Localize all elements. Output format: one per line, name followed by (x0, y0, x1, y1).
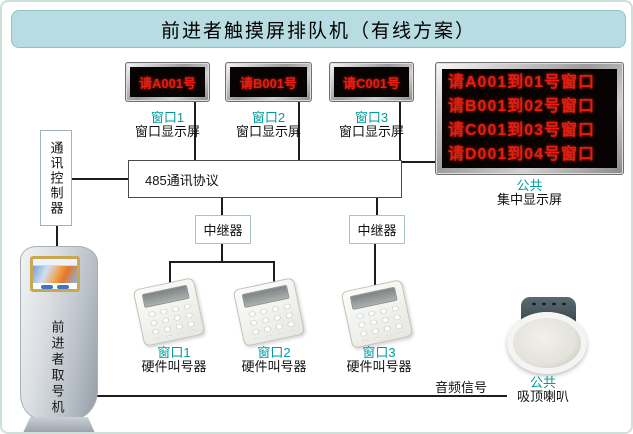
keypad-buttons (145, 300, 199, 341)
main-display-line-3: 请C001到03号窗口 (448, 122, 596, 139)
connector-line (169, 261, 275, 263)
caller-keypad-3 (340, 279, 414, 349)
main-led-display: 请A001到01号窗口 请B001到02号窗口 请C001到03号窗口 请D00… (435, 62, 624, 175)
speaker-label: 公共 吸顶喇叭 (500, 376, 586, 404)
speaker-scope: 公共 (529, 375, 556, 390)
window-display-3-label: 窗口3 窗口显示屏 (329, 111, 414, 139)
window-display-2-label: 窗口2 窗口显示屏 (225, 111, 312, 139)
window-display-1-led-text: 请A001号 (130, 67, 205, 97)
caller-1-type: 硬件叫号器 (141, 359, 207, 374)
repeater-box-1: 中继器 (195, 215, 251, 244)
connector-line (374, 242, 376, 285)
keypad-buttons (353, 302, 407, 343)
connector-line (402, 161, 435, 163)
kiosk-label: 前进者取号机 (49, 320, 65, 416)
page-title: 前进者触摸屏排队机（有线方案） (160, 20, 476, 42)
window-1-type: 窗口显示屏 (134, 124, 200, 139)
audio-signal-label: 音频信号 (435, 380, 488, 395)
window-display-2-led-text: 请B001号 (230, 67, 307, 97)
window-display-2: 请B001号 (225, 62, 312, 102)
connector-line (221, 242, 223, 262)
connector-line (273, 261, 275, 283)
connector-line (221, 198, 223, 215)
caller-keypad-2 (232, 277, 306, 347)
connector-line (194, 102, 196, 160)
window-display-3: 请C001号 (329, 62, 414, 102)
window-3-name: 窗口3 (354, 110, 389, 125)
window-display-1: 请A001号 (125, 62, 210, 102)
window-2-type: 窗口显示屏 (235, 124, 301, 139)
controller-box: 通讯控制器 (40, 130, 72, 226)
audio-signal-line (95, 395, 507, 397)
window-2-name: 窗口2 (251, 110, 286, 125)
kiosk-touchscreen (30, 256, 80, 292)
caller-2-type: 硬件叫号器 (241, 359, 307, 374)
title-banner: 前进者触摸屏排队机（有线方案） (11, 10, 626, 48)
caller-1-window: 窗口1 (157, 345, 191, 360)
window-3-type: 窗口显示屏 (338, 124, 404, 139)
main-display-label: 公共 集中显示屏 (435, 179, 624, 207)
caller-2-window: 窗口2 (257, 345, 291, 360)
main-display-line-2: 请B001到02号窗口 (448, 98, 596, 115)
main-display-scope: 公共 (516, 178, 543, 193)
main-led-screen: 请A001到01号窗口 请B001到02号窗口 请C001到03号窗口 请D00… (442, 69, 617, 168)
caller-3-type: 硬件叫号器 (346, 359, 412, 374)
main-display-line-4: 请D001到04号窗口 (448, 146, 596, 163)
caller-keypad-1 (132, 277, 206, 347)
connector-line (399, 102, 401, 160)
caller-1-label: 窗口1 硬件叫号器 (136, 346, 212, 374)
connector-line (376, 198, 378, 215)
bus-box: 485通讯协议 (128, 160, 402, 198)
ceiling-speaker (507, 312, 587, 374)
keypad-buttons (245, 300, 299, 341)
controller-label: 通讯控制器 (48, 140, 64, 216)
connector-line (298, 102, 300, 160)
caller-3-label: 窗口3 硬件叫号器 (341, 346, 417, 374)
repeater-2-label: 中继器 (357, 223, 397, 238)
window-display-3-led-text: 请C001号 (334, 67, 409, 97)
repeater-1-label: 中继器 (203, 223, 243, 238)
speaker-type: 吸顶喇叭 (516, 389, 569, 404)
bus-label: 485通讯协议 (145, 172, 219, 188)
speaker-vents (529, 300, 568, 308)
connector-line (169, 261, 171, 283)
kiosk-screen-image (33, 266, 77, 283)
caller-3-window: 窗口3 (362, 345, 396, 360)
ticket-kiosk: 前进者取号机 (18, 246, 100, 432)
window-display-1-label: 窗口1 窗口显示屏 (125, 111, 210, 139)
kiosk-base (23, 417, 95, 432)
main-display-type: 集中显示屏 (496, 192, 562, 207)
window-1-name: 窗口1 (150, 110, 185, 125)
kiosk-screen-header (33, 259, 77, 266)
main-display-line-1: 请A001到01号窗口 (448, 74, 596, 91)
connector-line (56, 224, 58, 248)
connector-line (70, 178, 128, 180)
kiosk-screen-buttons (33, 283, 77, 289)
repeater-box-2: 中继器 (349, 215, 405, 244)
caller-2-label: 窗口2 硬件叫号器 (236, 346, 312, 374)
